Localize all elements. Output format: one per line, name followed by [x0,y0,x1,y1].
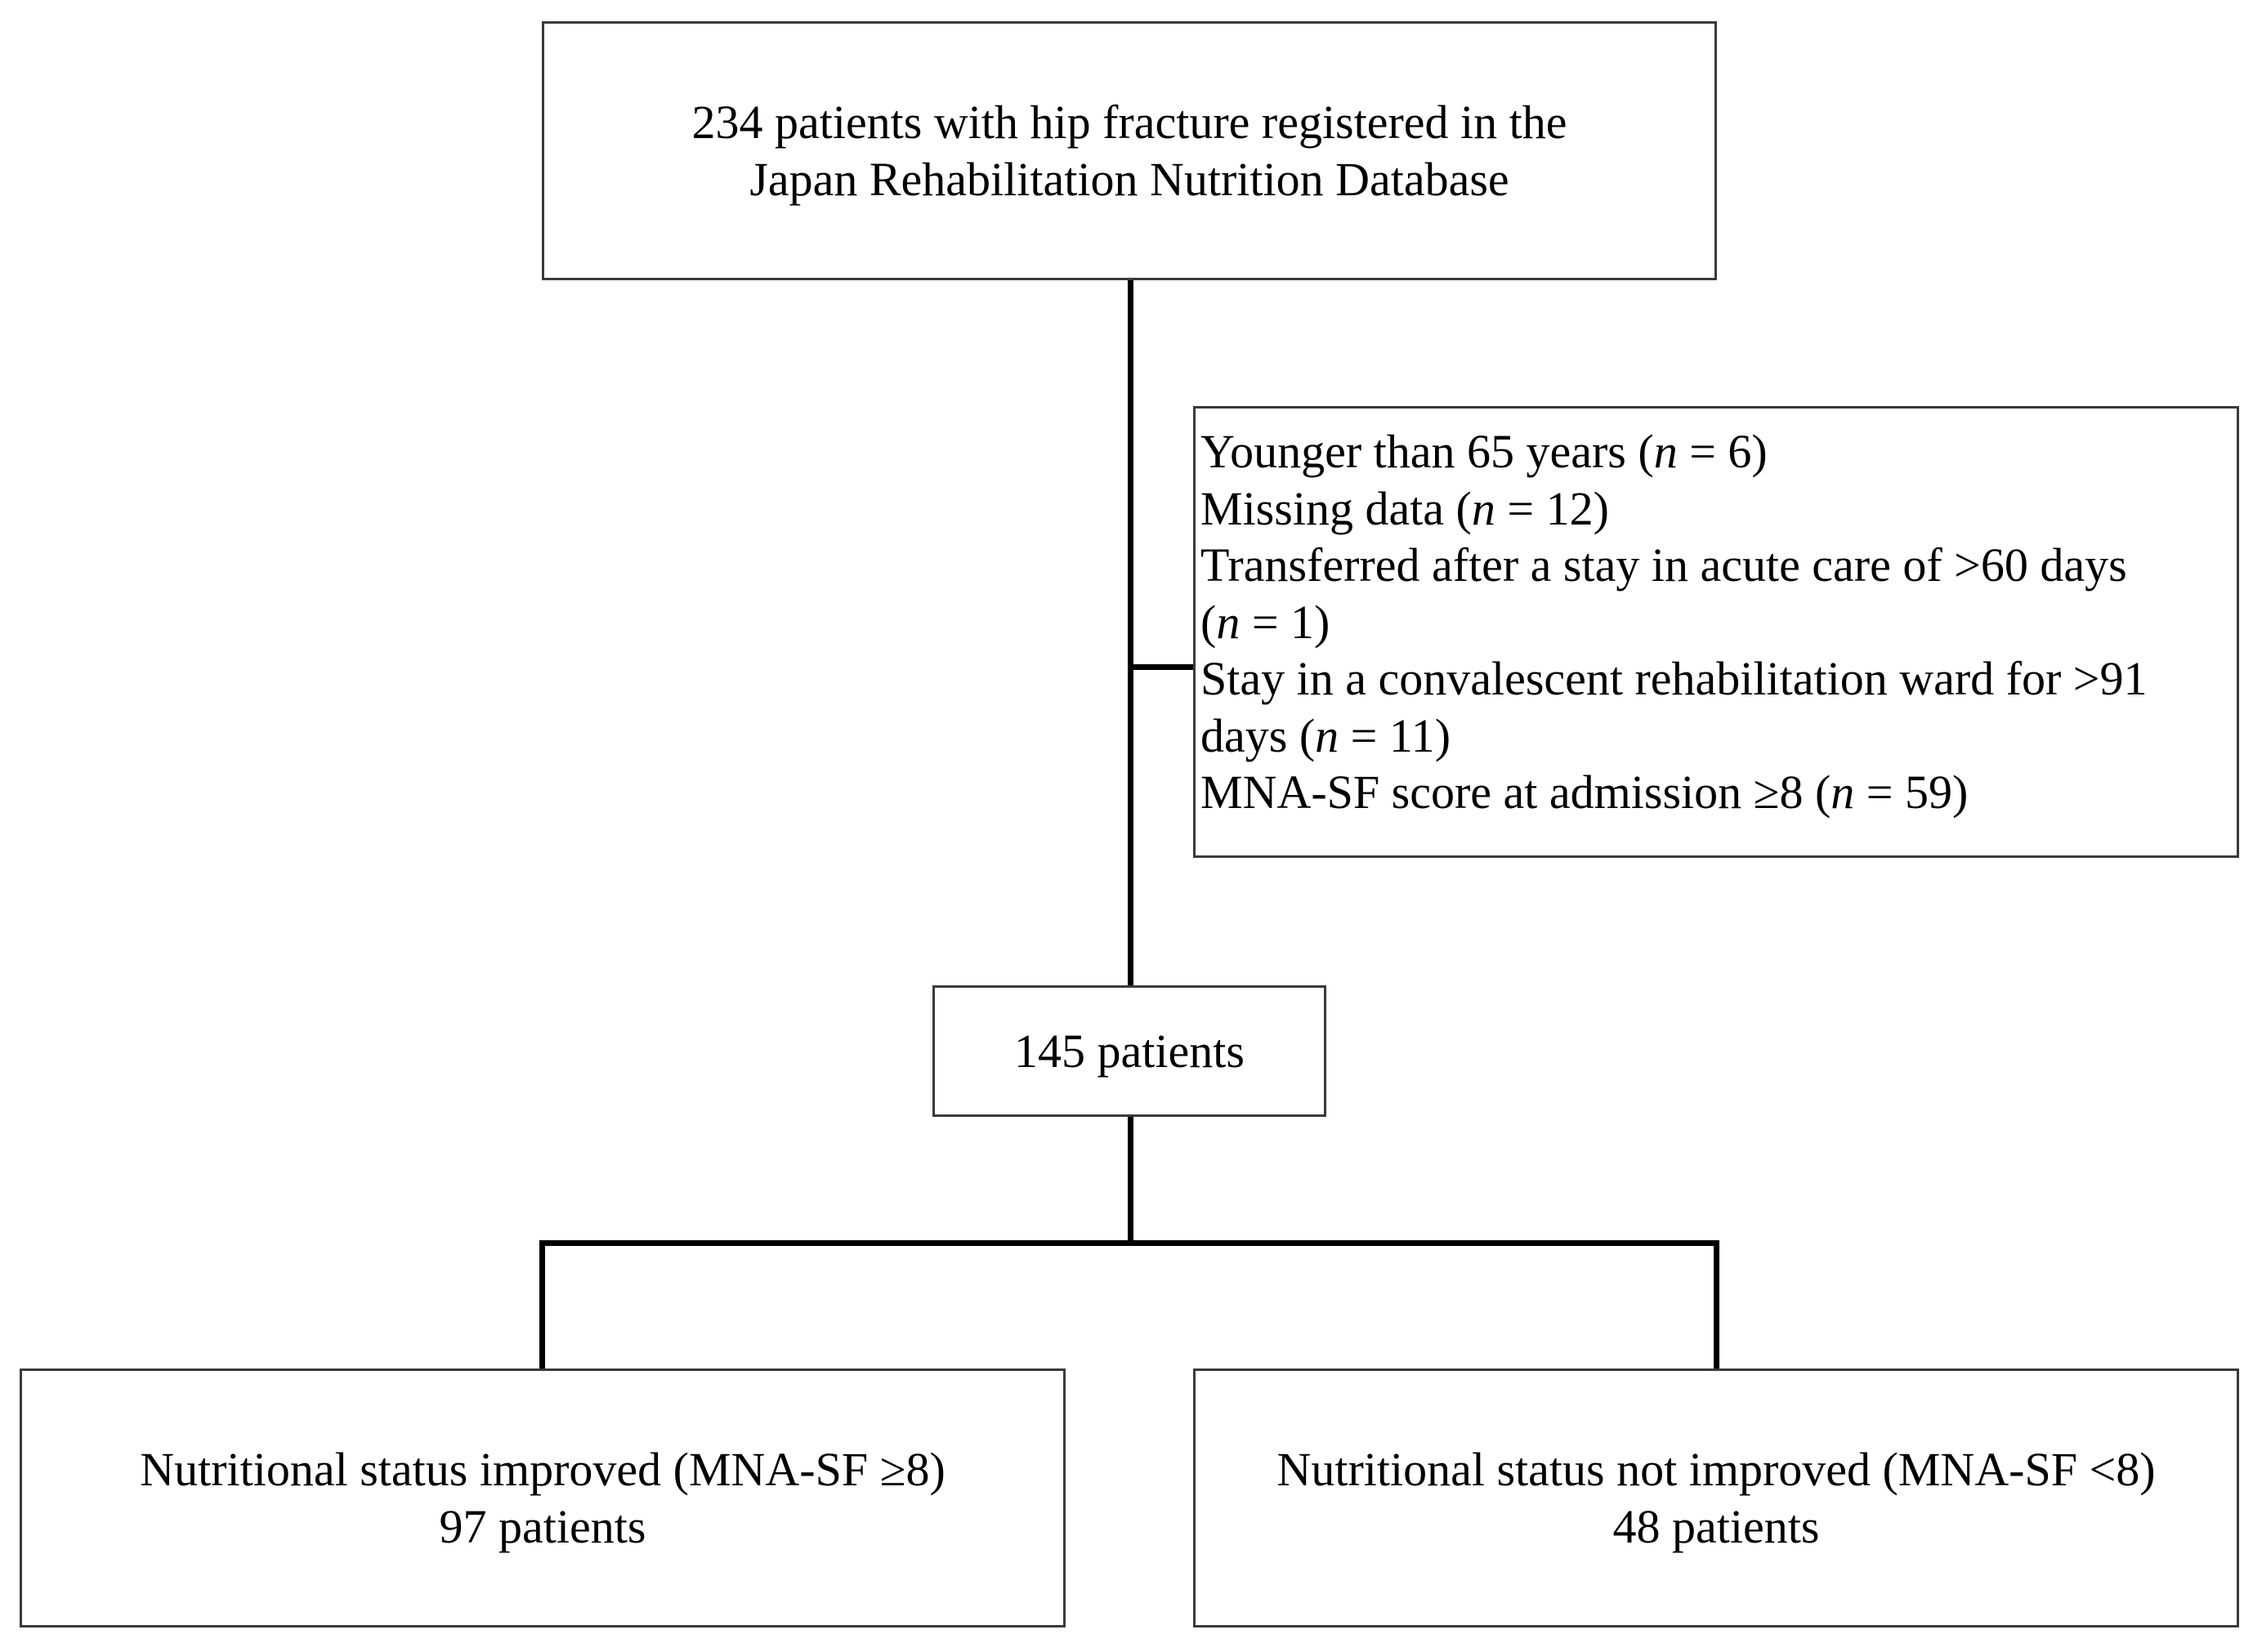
exclusion-rehab-ward-count: days (n = 11) [1200,708,1451,762]
registered-patients-line1: 234 patients with hip fracture registere… [691,95,1567,149]
included-patients-box: 145 patients [932,985,1326,1117]
registered-patients-box: 234 patients with hip fracture registere… [542,21,1717,280]
not-improved-group-label: Nutritional status not improved (MNA-SF … [1276,1442,2156,1496]
connector-exclusion-branch [1128,664,1200,670]
registered-patients-line2: Japan Rehabilitation Nutrition Database [749,152,1509,206]
exclusion-acute-care-transfer: Transferred after a stay in acute care o… [1200,538,2127,592]
exclusion-missing-data: Missing data (n = 12) [1200,481,1609,535]
connector-left-branch [539,1240,545,1369]
exclusion-criteria-box: Younger than 65 years (n = 6) Missing da… [1193,406,2239,858]
not-improved-group-count: 48 patients [1612,1499,1820,1553]
exclusion-acute-care-count: (n = 1) [1200,595,1330,649]
exclusion-age: Younger than 65 years (n = 6) [1200,425,1768,478]
connector-top-to-middle [1128,279,1133,990]
exclusion-mna-sf-score: MNA-SF score at admission ≥8 (n = 59) [1200,766,1969,819]
exclusion-rehab-ward-stay: Stay in a convalescent rehabilitation wa… [1200,652,2148,705]
connector-middle-down [1128,1116,1133,1245]
included-patients-label: 145 patients [1014,1024,1245,1078]
connector-right-branch [1714,1240,1719,1369]
improved-group-label: Nutritional status improved (MNA-SF ≥8) [140,1442,945,1496]
improved-group-box: Nutritional status improved (MNA-SF ≥8) … [20,1368,1066,1627]
connector-horizontal-split [539,1240,1719,1246]
improved-group-count: 97 patients [439,1499,646,1553]
not-improved-group-box: Nutritional status not improved (MNA-SF … [1193,1368,2239,1627]
